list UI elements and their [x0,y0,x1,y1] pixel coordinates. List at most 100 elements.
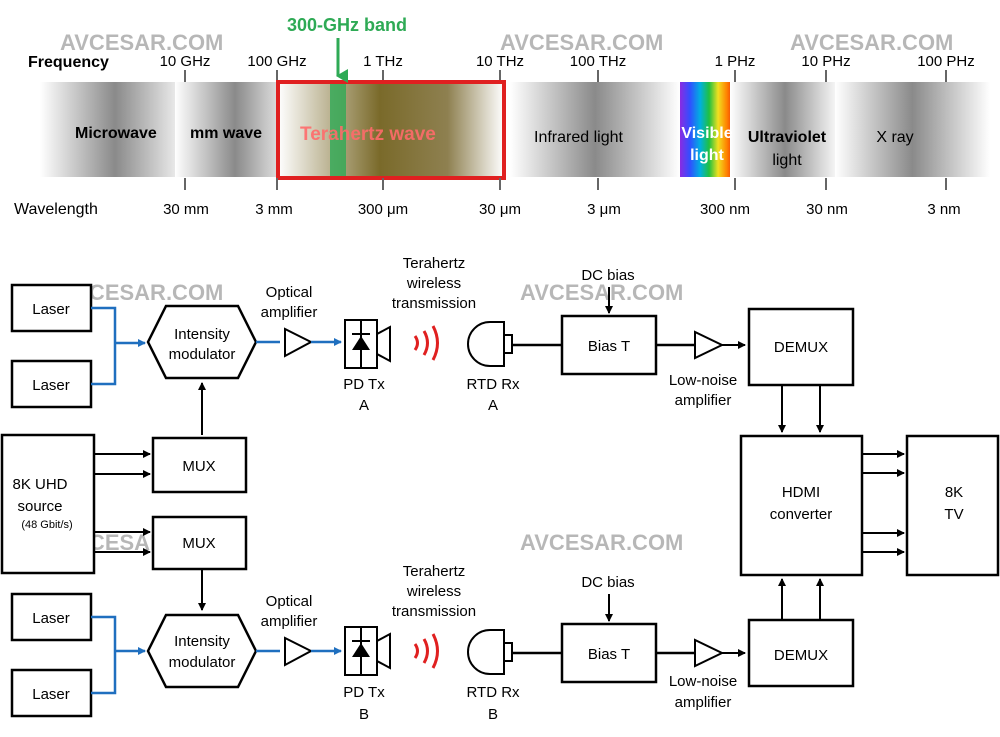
pd-tx-b-label-line2: B [359,706,369,723]
frequency-tick: 10 PHz [801,53,850,70]
mux-box-top [151,436,248,494]
source-label-line1: 8K UHD [12,476,67,493]
rtd-receiver-a-icon [467,321,513,367]
spectrum-chart: Frequency Wavelength 10 GHz 100 GHz 1 TH… [14,15,990,218]
modulator-label-line1: Intensity [174,326,230,343]
lna-label-line1: Low-noise [669,372,737,389]
frequency-tick: 1 THz [363,53,403,70]
wavelength-tick: 30 μm [479,201,521,218]
pd-tx-b-label-line1: PD Tx [343,684,385,701]
low-noise-amplifier-b-icon [694,638,725,668]
demux-to-hdmi-arrows [778,385,824,620]
xray-band [835,82,990,177]
optical-amplifier-label-line1: Optical [266,593,313,610]
demux-box-b [747,618,855,688]
watermark-text: AVCESAR.COM [520,280,683,305]
visible-label-line1: Visible [681,125,732,142]
frequency-tick: 100 PHz [917,53,975,70]
rtd-rx-a-label-line2: A [488,397,498,414]
modulator-label-line2: modulator [169,654,236,671]
source-to-mux-arrows [94,450,151,556]
laser-label: Laser [32,610,70,627]
bias-t-box-a [560,314,658,376]
terahertz-wave-b-icon [413,633,439,669]
intensity-modulator-b [146,613,258,689]
demux-label: DEMUX [774,339,828,356]
dc-bias-label: DC bias [581,267,634,284]
laser-box [10,668,93,718]
300ghz-band-marker [330,82,346,177]
lna-label-line1: Low-noise [669,673,737,690]
watermark-text: AVCESAR.COM [60,30,223,55]
terahertz-wave-a-icon [413,325,439,361]
wavelength-tick: 3 μm [587,201,621,218]
mux-label-bottom: MUX [182,535,215,552]
modulator-label-line1: Intensity [174,633,230,650]
rtd-rx-a-label-line1: RTD Rx [466,376,520,393]
terahertz-wave-label: Terahertz wave [300,124,436,145]
pd-tx-a-label-line2: A [359,397,369,414]
infrared-band [510,82,680,177]
wavelength-label: Wavelength [14,201,98,218]
mm-wave-label: mm wave [190,125,262,142]
8k-source-box [0,433,96,575]
lna-label-line2: amplifier [675,694,732,711]
visible-band [680,82,736,177]
wavelength-tick: 30 nm [806,201,848,218]
laser-label: Laser [32,686,70,703]
dc-bias-label: DC bias [581,574,634,591]
photodiode-b-icon [344,626,391,676]
hdmi-to-tv-arrows [862,450,905,556]
frequency-ticks: 10 GHz 100 GHz 1 THz 10 THz 100 THz 1 PH… [160,53,975,70]
xray-label: X ray [876,129,913,146]
source-label-line2: source [17,498,62,515]
optical-amplifier-a-icon [284,327,314,358]
pd-tx-a-label-line1: PD Tx [343,376,385,393]
wavelength-tick: 3 mm [255,201,293,218]
frequency-tick: 100 THz [570,53,626,70]
wavelength-tick: 300 nm [700,201,750,218]
watermark-text: AVCESAR.COM [520,530,683,555]
frequency-tick: 10 THz [476,53,524,70]
terahertz-band [278,82,504,177]
rtd-receiver-b-icon [467,629,513,675]
thz-transmission-label-line1: Terahertz [403,563,466,580]
wavelength-tick: 300 μm [358,201,408,218]
laser-to-modulator-links [91,306,146,386]
low-noise-amplifier-a-icon [694,330,725,360]
system-block-diagram: 8K UHD source (48 Gbit/s) MUX MUX Laser … [0,255,1000,723]
hdmi-label-line2: converter [770,506,833,523]
thz-transmission-label-line2: wireless [406,583,461,600]
ultraviolet-label-line1: Ultraviolet [748,129,827,146]
thz-transmission-label-line3: transmission [392,603,476,620]
wavelength-tick: 3 nm [927,201,960,218]
rtd-rx-b-label-line1: RTD Rx [466,684,520,701]
300ghz-band-label: 300-GHz band [287,15,407,35]
ultraviolet-label-line2: light [772,152,802,169]
bias-t-label: Bias T [588,646,630,663]
optical-amplifier-b-icon [284,636,314,667]
thz-transmission-label-line2: wireless [406,275,461,292]
frequency-tick: 10 GHz [160,53,211,70]
terahertz-highlight-frame [276,80,506,180]
microwave-band [40,82,190,177]
thz-transmission-label-line3: transmission [392,295,476,312]
laser-to-modulator-links [91,615,146,695]
rtd-rx-b-label-line2: B [488,706,498,723]
laser-label: Laser [32,377,70,394]
optical-amplifier-label-line1: Optical [266,284,313,301]
frequency-tick: 100 GHz [247,53,306,70]
tv-label-line1: 8K [945,484,963,501]
watermark-text: AVCESAR.COM [500,30,663,55]
laser-box [10,359,93,409]
frequency-label: Frequency [28,54,109,71]
watermark-text: AVCESAR.COM [790,30,953,55]
source-bitrate: (48 Gbit/s) [21,519,72,531]
optical-amplifier-label-line2: amplifier [261,613,318,630]
demux-label: DEMUX [774,647,828,664]
wavelength-tick-marks [184,178,947,190]
lna-label-line2: amplifier [675,392,732,409]
mm-wave-band [175,82,295,177]
wavelength-ticks: 30 mm 3 mm 300 μm 30 μm 3 μm 300 nm 30 n… [163,201,961,218]
